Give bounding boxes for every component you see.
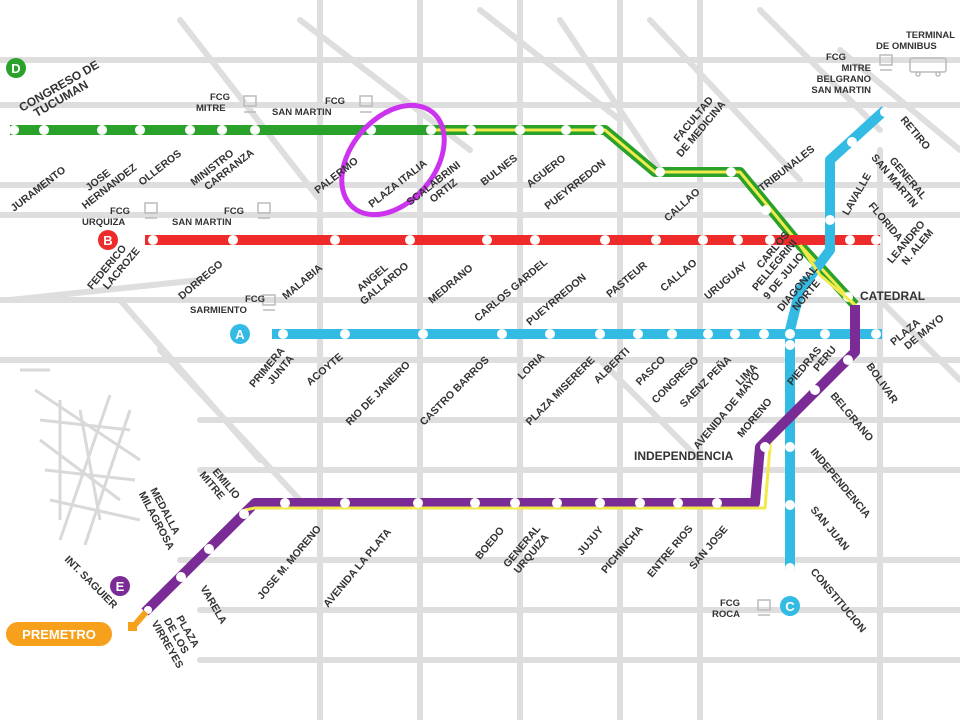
- line-a-badge[interactable]: A: [230, 324, 250, 344]
- svg-text:JOSEHERNANDEZ: JOSEHERNANDEZ: [72, 152, 139, 212]
- mini-map-inset: [20, 368, 141, 546]
- terminal-de-omnibus: TERMINAL: [906, 30, 955, 41]
- station-boedo: BOEDO: [473, 525, 507, 562]
- line-b: [145, 235, 881, 245]
- station-constitucion: CONSTITUCION: [808, 566, 869, 635]
- line-d-badge[interactable]: D: [6, 58, 26, 78]
- station-catedral: CATEDRAL: [860, 289, 925, 303]
- line-b-badge[interactable]: B: [98, 230, 118, 250]
- station-jujuy: JUJUY: [575, 524, 606, 558]
- line-e: [141, 305, 860, 616]
- station-varela: VARELA: [197, 584, 229, 627]
- station-uruguay: URUGUAY: [702, 260, 750, 303]
- train-icon: [144, 54, 893, 616]
- line-c-badge[interactable]: C: [780, 596, 800, 616]
- svg-text:C: C: [785, 599, 795, 614]
- station-entre-rios: ENTRE RIOS: [645, 523, 695, 580]
- svg-text:PREMETRO: PREMETRO: [22, 627, 96, 642]
- station-avenida-la-plata: AVENIDA LA PLATA: [321, 526, 394, 610]
- station-san-juan: SAN JUAN: [808, 504, 852, 553]
- premetro-badge[interactable]: PREMETRO: [6, 622, 112, 646]
- svg-text:PLAZADE MAYO: PLAZADE MAYO: [888, 303, 946, 357]
- svg-text:MEDALLAMILAGROSA: MEDALLAMILAGROSA: [136, 484, 188, 552]
- station-callao-b: CALLAO: [658, 257, 699, 294]
- svg-text:CONGRESO DETUCUMAN: CONGRESO DETUCUMAN: [17, 57, 108, 125]
- svg-text:E: E: [116, 579, 125, 594]
- rail-roca-c: FCG: [720, 598, 740, 609]
- station-pasteur: PASTEUR: [604, 259, 650, 300]
- svg-text:MINISTROCARRANZA: MINISTROCARRANZA: [188, 137, 256, 198]
- plaza-italia-highlight: [339, 102, 447, 218]
- rail-san-martin-d: FCG: [325, 96, 345, 107]
- rail-sarmiento-a: FCG: [245, 294, 265, 305]
- svg-text:GENERALURQUIZA: GENERALURQUIZA: [501, 522, 553, 577]
- svg-text:A: A: [235, 327, 245, 342]
- rail-urquiza-b: FCG: [110, 206, 130, 217]
- svg-text:B: B: [103, 233, 112, 248]
- premetro-stop: [128, 622, 137, 631]
- line-a: [272, 329, 882, 339]
- svg-text:PRIMERAJUNTA: PRIMERAJUNTA: [247, 345, 297, 398]
- svg-text:FACULTADDE MEDICINA: FACULTADDE MEDICINA: [665, 91, 728, 160]
- rail-san-martin-b: FCG: [224, 206, 244, 217]
- svg-text:D: D: [11, 61, 20, 76]
- line-e-badge[interactable]: E: [110, 576, 130, 596]
- station-independencia-e: INDEPENDENCIA: [634, 449, 734, 463]
- bus-icon: [909, 57, 947, 77]
- rail-mitre-d: FCG: [210, 92, 230, 103]
- station-juramento: JURAMENTO: [8, 164, 68, 214]
- station-acoyte: ACOYTE: [304, 351, 345, 388]
- rail-retiro: FCG: [826, 52, 846, 63]
- station-callao-d: CALLAO: [662, 186, 703, 224]
- station-alberti: ALBERTI: [592, 345, 633, 386]
